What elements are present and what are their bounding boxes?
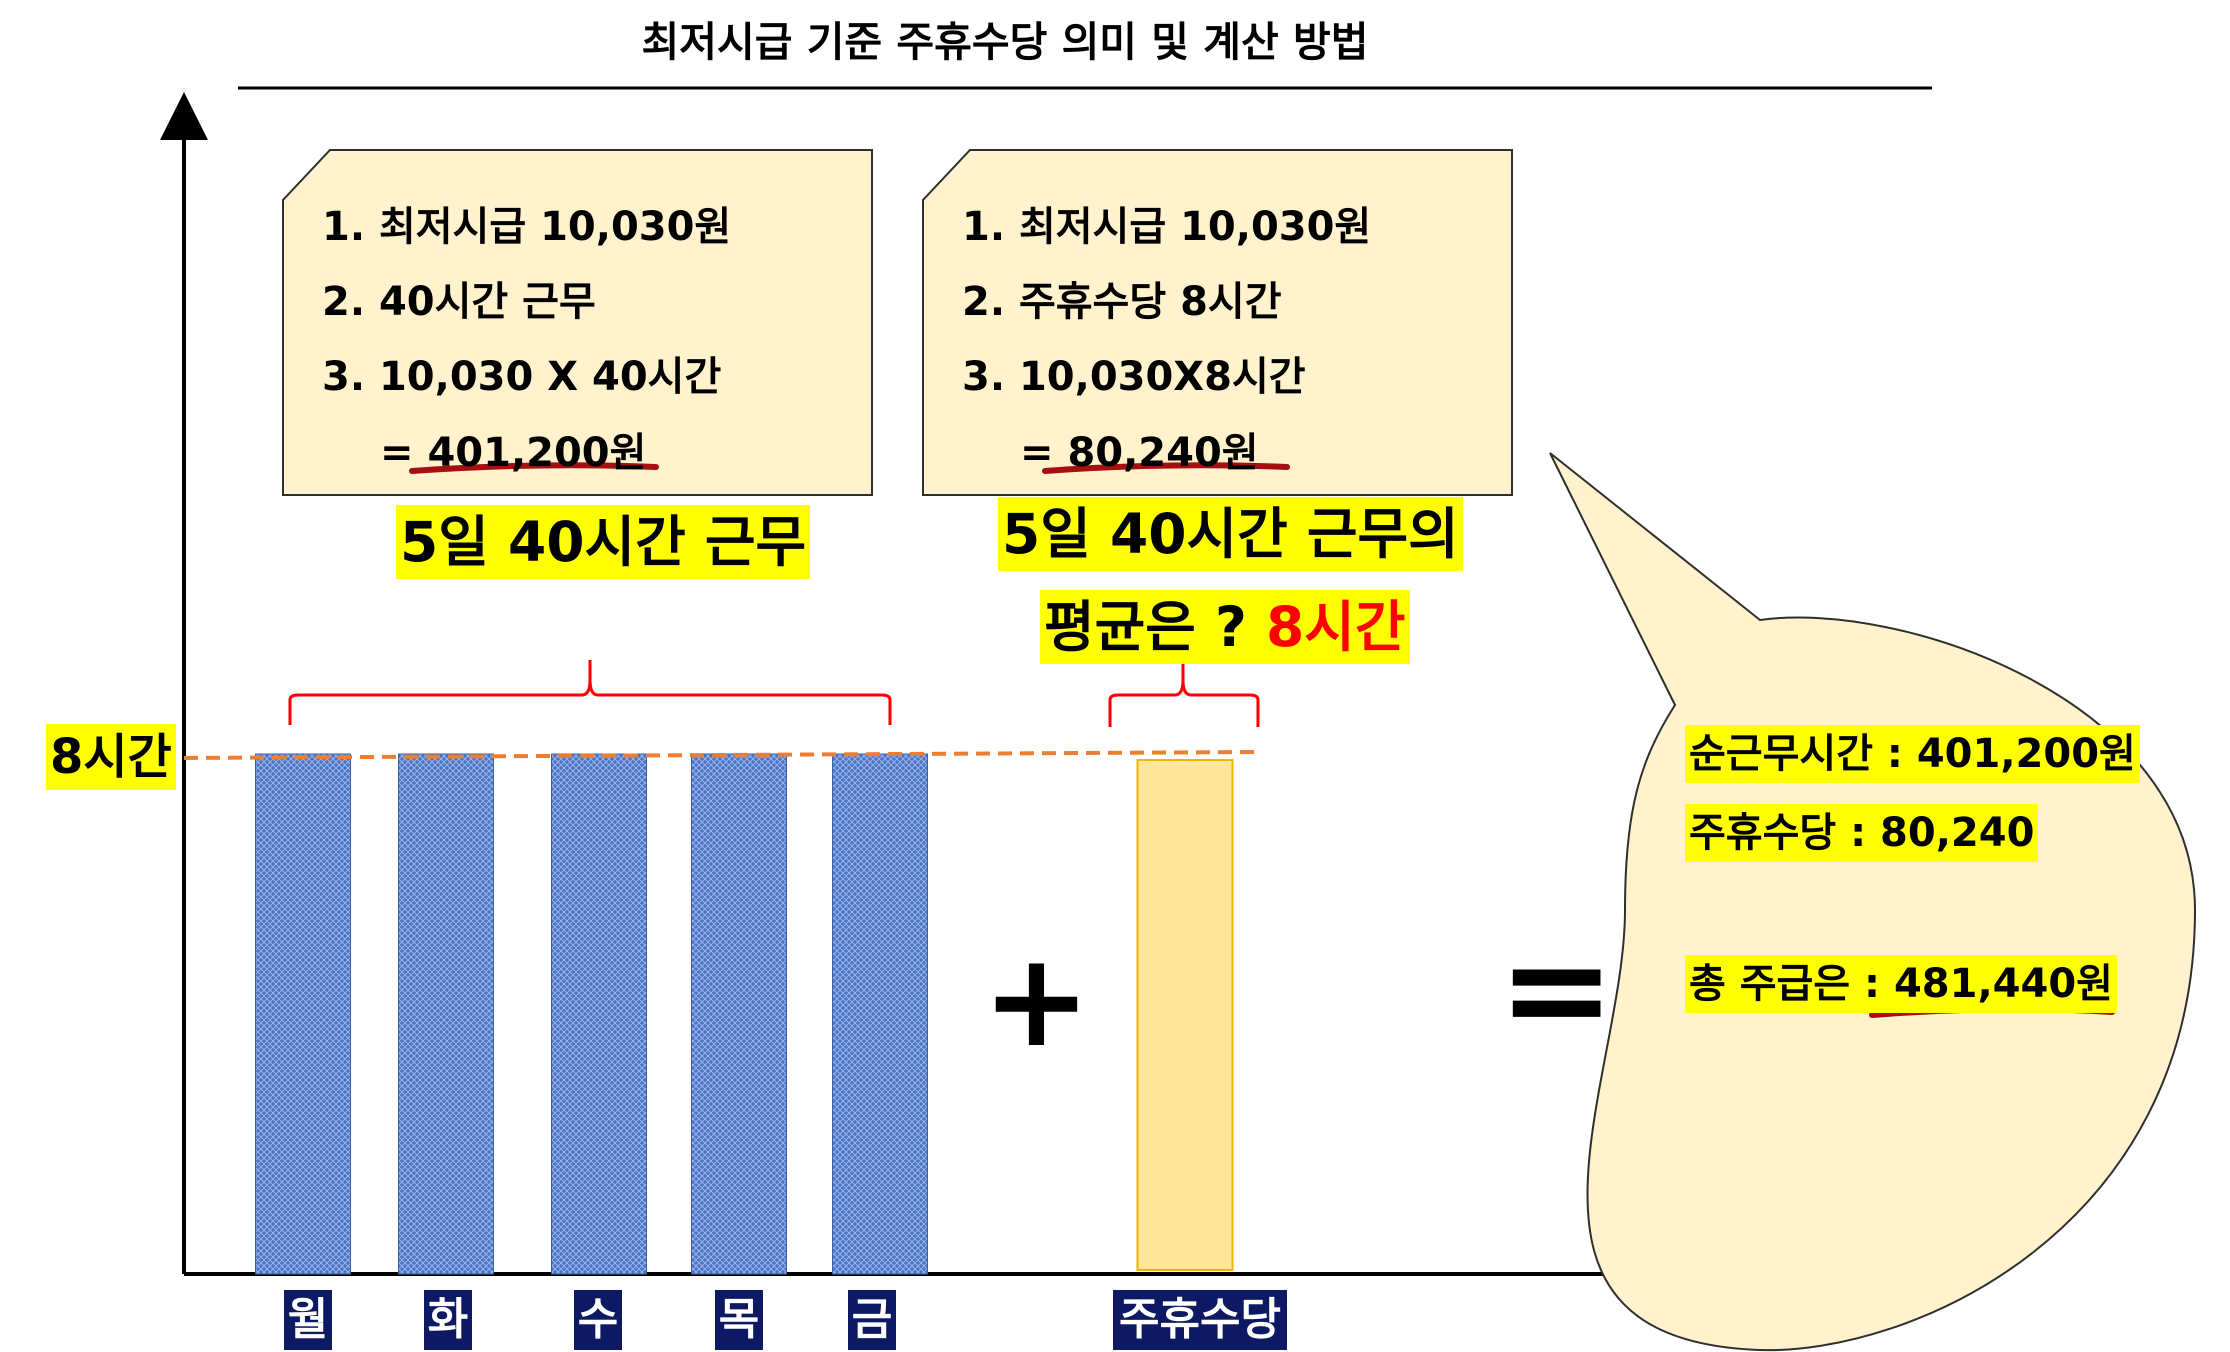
bar-workday-2 [398, 753, 494, 1275]
day-label-tue: 화 [424, 1290, 472, 1350]
note-box-right [922, 149, 1513, 496]
y-reference-label: 8시간 [46, 724, 176, 790]
summary-holiday-pay: 주휴수당 : 80,240 [1685, 804, 2039, 862]
note-right-line1: 1. 최저시급 10,030원 [962, 204, 1372, 250]
summary-total: 총 주급은 : 481,440원 [1685, 955, 2117, 1013]
label-workweek: 5일 40시간 근무 [396, 505, 811, 579]
day-label-thu: 목 [715, 1290, 763, 1350]
brace-holiday [1108, 660, 1260, 727]
note-right-result: = 80,240원 [1020, 430, 1259, 476]
label-average-line1: 5일 40시간 근무의 [998, 497, 1463, 571]
summary-net-work: 순근무시간 : 401,200원 [1685, 725, 2140, 783]
reference-line-8h [183, 750, 1259, 760]
day-label-fri: 금 [848, 1290, 896, 1350]
bar-workday-3 [551, 753, 647, 1275]
bar-group [255, 753, 1234, 1275]
equals-sign: = [1498, 908, 1616, 1071]
day-label-wed: 수 [574, 1290, 622, 1350]
label-average-value: 8시간 [1266, 595, 1406, 659]
note-left-result: = 401,200원 [380, 430, 647, 476]
note-left-line2: 2. 40시간 근무 [322, 279, 596, 325]
day-label-mon: 월 [284, 1290, 332, 1350]
note-box-left [282, 149, 873, 496]
summary-bubble [1549, 452, 2197, 1352]
bar-workday-1 [255, 753, 351, 1275]
underline-left [409, 462, 659, 474]
bar-workday-4 [691, 753, 787, 1275]
label-average-line2: 평균은 ? 8시간 [1040, 590, 1410, 664]
note-right-line2: 2. 주휴수당 8시간 [962, 279, 1282, 325]
page-title: 최저시급 기준 주휴수당 의미 및 계산 방법 [641, 18, 1369, 66]
bar-workday-5 [832, 753, 928, 1275]
plus-sign: + [982, 924, 1091, 1076]
day-label-holiday: 주휴수당 [1113, 1290, 1287, 1350]
brace-workdays [288, 660, 892, 725]
note-right-line3: 3. 10,030X8시간 [962, 354, 1306, 400]
note-left-line3: 3. 10,030 X 40시간 [322, 354, 722, 400]
note-left-line1: 1. 최저시급 10,030원 [322, 204, 732, 250]
bar-holiday-pay [1136, 759, 1234, 1271]
underline-right [1042, 462, 1290, 474]
